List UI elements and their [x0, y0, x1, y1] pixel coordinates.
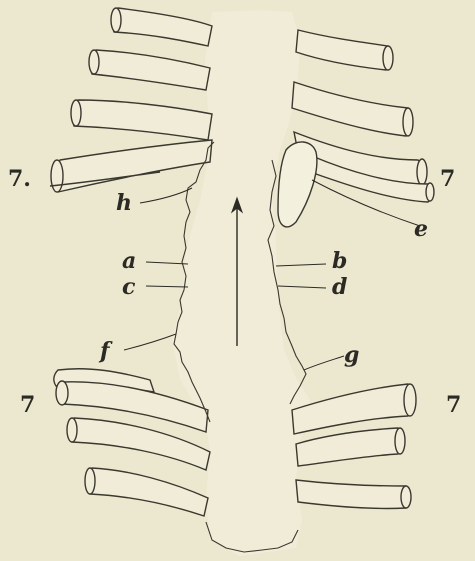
upper-left-ribs — [50, 8, 212, 192]
number-label-right-upper: 7 — [440, 166, 455, 192]
rib-lower-right-1 — [292, 384, 414, 434]
letter-label-b: b — [332, 248, 347, 274]
lower-right-ribs — [292, 384, 416, 509]
letter-label-e: e — [414, 216, 428, 242]
lower-left-ribs — [54, 369, 210, 516]
letter-label-g: g — [344, 342, 359, 368]
letter-label-c: c — [122, 274, 136, 300]
rib-lower-right-3 — [296, 480, 411, 509]
leader-f — [124, 334, 176, 350]
rib-lower-right-2 — [296, 428, 404, 466]
letter-label-a: a — [122, 248, 136, 274]
number-label-right-lower: 7 — [446, 392, 461, 418]
leader-h — [140, 188, 192, 203]
number-label-left-upper: 7. — [8, 166, 31, 192]
leader-b — [276, 264, 326, 266]
leader-g — [304, 356, 344, 370]
rib-upper-left-1 — [112, 8, 212, 46]
rib-upper-right-1 — [296, 30, 392, 70]
rib-upper-right-2 — [292, 82, 412, 136]
letter-label-h: h — [116, 190, 132, 216]
rib-upper-left-2 — [90, 50, 210, 90]
letter-label-f: f — [98, 338, 113, 364]
rib-upper-left-3 — [72, 100, 212, 140]
number-label-left-lower: 7 — [20, 392, 35, 418]
oval-element-e — [278, 142, 317, 227]
letter-label-d: d — [332, 274, 347, 300]
leader-d — [278, 286, 326, 288]
rib-upper-left-4 — [54, 140, 212, 192]
central-body — [172, 10, 310, 556]
leader-c — [146, 286, 188, 287]
rib-lower-left-4 — [86, 468, 208, 516]
